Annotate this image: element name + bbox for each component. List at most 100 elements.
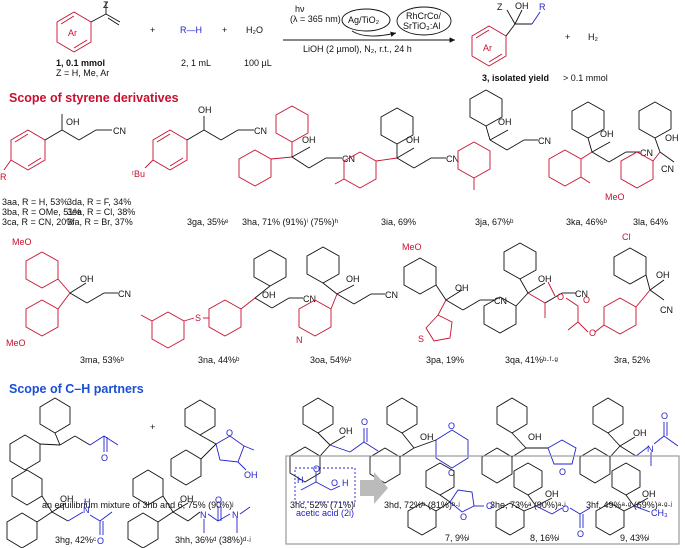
oh-3hg: OH — [60, 494, 74, 504]
o-7-ring: O — [460, 512, 467, 522]
compound-3pa-structure: MeO S OH CN — [402, 242, 507, 344]
cn-3aa: CN — [113, 126, 126, 136]
compound-3ra-structure: Cl O O O OH CN — [547, 232, 673, 338]
o-6: O — [226, 428, 233, 438]
o-8-ester: O — [562, 504, 569, 514]
oh-3aa: OH — [66, 117, 80, 127]
compound-3ka-structure: OH CN — [548, 101, 653, 187]
label-8: 8, 16%ʲ — [530, 533, 559, 543]
label-3ha: 3ha, 71% (91%)ⁱ (75%)ʰ — [242, 217, 339, 227]
compound-3ha-structure: OH CN — [238, 105, 355, 187]
oh-3ja: OH — [498, 117, 512, 127]
compound-8-structure: OH O O — [495, 462, 591, 539]
meo-3pa: MeO — [402, 242, 422, 252]
oh-3na: OH — [262, 290, 276, 300]
compound-3na-structure: S OH CN — [140, 249, 316, 349]
acetic-arrow — [360, 472, 388, 504]
n-3hg: N — [83, 505, 90, 515]
conditions-label: LiOH (2 µmol), N₂, r.t., 24 h — [303, 44, 412, 54]
compound-9-structure: OH CH₃ — [595, 462, 668, 536]
product-ar: Ar — [483, 43, 492, 53]
o-acetic-carbonyl: O — [313, 464, 320, 474]
h-3hg: H — [84, 497, 91, 507]
o-3ra-ether: O — [589, 328, 596, 338]
o-3hd-top: O — [448, 421, 455, 431]
compound-3ga-structure: OH CN ᵗBu — [132, 105, 267, 179]
o-3ra-carbonyl: O — [583, 295, 590, 305]
oh-6: OH — [244, 470, 258, 480]
n-3hf: N — [647, 444, 654, 454]
o-3he: O — [559, 467, 566, 477]
compound-3he-structure: OH O — [481, 397, 577, 484]
label-3na: 3na, 44%ᵇ — [198, 355, 240, 365]
acetic-box-frame — [285, 455, 680, 545]
n-3hh-1: N — [200, 510, 207, 520]
o-3hg: O — [97, 536, 104, 546]
compound-3ia-structure: OH CN — [334, 107, 459, 189]
label-3ja: 3ja, 67%ᵇ — [475, 217, 514, 227]
oh-3ka: OH — [600, 129, 614, 139]
section-ch-title: Scope of C–H partners — [9, 382, 144, 396]
label-3ba: 3ba, R = OMe, 51% — [2, 207, 81, 217]
cn-3ma: CN — [118, 289, 131, 299]
h-acetic-hydroxyl: H — [342, 478, 349, 488]
oh-3hf: OH — [633, 428, 647, 438]
oh-3qa: OH — [538, 274, 552, 284]
oh-3hd: OH — [420, 432, 434, 442]
oh-3oa: OH — [346, 274, 360, 284]
label-3hh: 3hh, 36%ᵈ (38%)ᵈ·ʲ — [175, 535, 251, 545]
label-3pa: 3pa, 19% — [426, 355, 464, 365]
plus-1: + — [150, 25, 155, 35]
n-3hh-2: N — [232, 510, 239, 520]
ch-partner-structures: O + O OH an equilibrium mixture of 3hb a… — [6, 397, 679, 548]
label-3ea: 3ea, R = Cl, 38% — [67, 207, 135, 217]
compound-3hh-structure: OH N N O — [127, 469, 251, 548]
row2-structures: MeO MeO OH CN 3ma, 53%ᵇ S OH CN 3na, 44%… — [6, 232, 673, 365]
label-3ia: 3ia, 69% — [381, 217, 416, 227]
cn-3ga: CN — [254, 126, 267, 136]
o-3hf: O — [661, 411, 668, 421]
oh-3ia: OH — [406, 135, 420, 145]
tbu-3ga: ᵗBu — [132, 169, 145, 179]
z-label: Z — [103, 0, 109, 10]
cn-3ja: CN — [538, 136, 551, 146]
catalyst1-label: Ag/TiO₂ — [348, 15, 380, 25]
oh-9: OH — [642, 489, 656, 499]
oh-3hc: OH — [339, 426, 353, 436]
cn-3oa: CN — [385, 290, 398, 300]
h2-amount: > 0.1 mmol — [563, 73, 608, 83]
s-3na: S — [195, 313, 201, 323]
oh-3pa: OH — [455, 283, 469, 293]
label-3ka: 3ka, 46%ᵇ — [566, 217, 608, 227]
oh-8: OH — [545, 489, 559, 499]
label-3ma: 3ma, 53%ᵇ — [80, 355, 125, 365]
meo-3ma-top: MeO — [12, 237, 32, 247]
label-3ga: 3ga, 35%ᵉ — [187, 217, 229, 227]
ch3-9: CH₃ — [651, 508, 668, 518]
cn-3ka: CN — [640, 148, 653, 158]
product-oh: OH — [515, 1, 529, 11]
reactant1-z: Z = H, Me, Ar — [56, 68, 109, 78]
label-3oa: 3oa, 54%ᵇ — [310, 355, 352, 365]
wavelength-label: (λ = 365 nm) — [290, 14, 341, 24]
label-9: 9, 43%ʲ — [620, 533, 649, 543]
catalyst1-oval — [341, 8, 391, 32]
catalyst2-label-a: RhCrCo/ — [406, 11, 442, 21]
h-acetic: H — [297, 475, 304, 485]
cn-3ha: CN — [342, 154, 355, 164]
compound-3la-structure: OH CN MeO — [605, 101, 679, 202]
reactant2-label: 2, 1 mL — [181, 58, 211, 68]
label-3da: 3da, R = F, 34% — [67, 197, 131, 207]
label-7: 7, 9%ʲ — [445, 533, 469, 543]
general-scheme: Ar Z 1, 0.1 mmol Z = H, Me, Ar + R—H 2, … — [56, 0, 608, 83]
acetic-dashed-frame — [294, 467, 356, 503]
compound-3hc-structure: OH O — [289, 397, 379, 483]
oh-3ma: OH — [80, 274, 94, 284]
catalyst2-oval — [396, 6, 452, 36]
h2: H₂ — [588, 32, 598, 42]
label-3hg: 3hg, 42%ᶜ — [55, 535, 96, 545]
compound-7-structure: O O — [407, 462, 493, 536]
oh-3ga: OH — [198, 105, 212, 115]
